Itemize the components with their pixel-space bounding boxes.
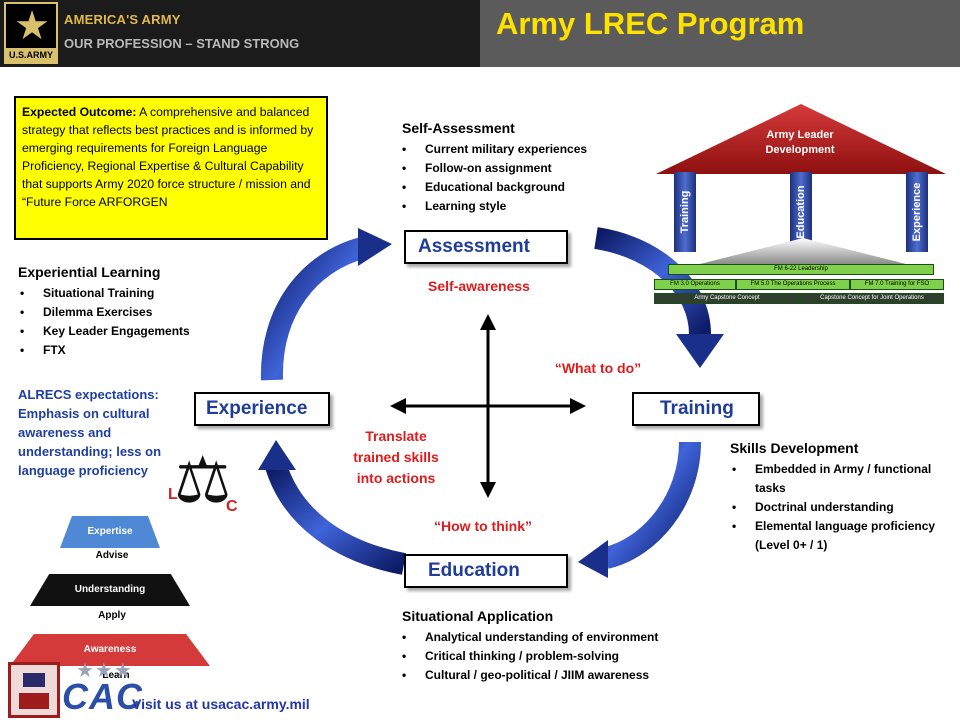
- pyramid-caption-learn: Learn: [102, 670, 130, 681]
- experiential-heading: Experiential Learning: [18, 264, 161, 280]
- logo-text: U.S.ARMY: [6, 48, 56, 62]
- pillar-label: Education: [795, 185, 807, 239]
- foundation-bar-joint: Capstone Concept for Joint Operations: [800, 293, 944, 304]
- scales-icon: ⚖: [174, 444, 232, 516]
- pyramid-caption-advise: Advise: [95, 550, 129, 561]
- skills-list: Embedded in Army / functional tasks Doct…: [730, 460, 945, 555]
- foundation-bar-fm3: FM 3.0 Operations: [654, 279, 736, 290]
- training-node: Training: [632, 392, 760, 426]
- cycle-arrow-education-experience: [265, 462, 407, 575]
- cycle-arrow-training-education: [603, 441, 701, 569]
- pillar-education: Education: [790, 172, 812, 252]
- header-bar: ★ U.S.ARMY AMERICA'S ARMY OUR PROFESSION…: [0, 0, 960, 67]
- self-assessment-heading: Self-Assessment: [402, 120, 515, 136]
- cycle-arrow-experience-assessment: [260, 237, 366, 381]
- outcome-text: A comprehensive and balanced strategy th…: [22, 105, 314, 209]
- pillar-experience: Experience: [906, 172, 928, 252]
- army-logo: ★ U.S.ARMY: [4, 2, 58, 64]
- visit-link[interactable]: Visit us at usacac.army.mil: [132, 696, 310, 712]
- list-item: Cultural / geo-political / JIIM awarenes…: [400, 666, 720, 685]
- list-item: Analytical understanding of environment: [400, 628, 720, 647]
- list-item: Critical thinking / problem-solving: [400, 647, 720, 666]
- foundation-bar-fm7: FM 7.0 Training for FSO: [850, 279, 944, 290]
- alrecs-note: ALRECS expectations: Emphasis on cultura…: [18, 387, 162, 478]
- what-to-do-label: “What to do”: [554, 360, 642, 376]
- pillar-label: Experience: [911, 182, 923, 242]
- arrow-head-experience-assessment: [358, 228, 392, 266]
- list-item: Doctrinal understanding: [730, 498, 945, 517]
- pyramid-level-expertise: Expertise: [60, 516, 160, 548]
- outcome-label: Expected Outcome:: [22, 105, 137, 119]
- title-panel: [480, 0, 960, 67]
- experience-node: Experience: [194, 392, 330, 426]
- list-item: FTX: [18, 341, 248, 360]
- list-item: Situational Training: [18, 284, 248, 303]
- pyramid-caption-apply: Apply: [98, 610, 126, 621]
- brand-line-1: AMERICA'S ARMY: [64, 12, 181, 27]
- self-assessment-list: Current military experiences Follow-on a…: [400, 140, 660, 216]
- foundation-bar-capstone: Army Capstone Concept: [654, 293, 800, 304]
- list-item: Key Leader Engagements: [18, 322, 248, 341]
- assessment-node: Assessment: [404, 230, 568, 264]
- translate-skills-label: Translate trained skills into actions: [353, 428, 439, 486]
- foundation-bar-leadership: FM 6-22 Leadership: [668, 264, 934, 275]
- cross-arrow-down-head: [480, 482, 496, 498]
- arrow-head-training-education: [578, 540, 608, 578]
- cross-arrow-up-head: [480, 314, 496, 330]
- list-item: Learning style: [400, 197, 660, 216]
- pillar-training: Training: [674, 172, 696, 252]
- situational-list: Analytical understanding of environment …: [400, 628, 720, 685]
- list-item: Elemental language proficiency (Level 0+…: [730, 517, 945, 555]
- list-item: Embedded in Army / functional tasks: [730, 460, 945, 498]
- cac-logo-text: CAC: [62, 676, 143, 717]
- education-node: Education: [404, 554, 568, 588]
- pyramid-level-awareness: Awareness: [10, 634, 210, 666]
- house-roof-label: Army Leader Development: [765, 129, 835, 156]
- page-title: Army LREC Program: [496, 6, 805, 41]
- list-item: Educational background: [400, 178, 660, 197]
- scale-right-label: C: [226, 498, 238, 515]
- list-item: Current military experiences: [400, 140, 660, 159]
- pillar-label: Training: [679, 190, 691, 234]
- how-to-think-label: “How to think”: [434, 518, 532, 534]
- skills-heading: Skills Development: [730, 440, 859, 456]
- brand-line-2: OUR PROFESSION – STAND STRONG: [64, 36, 300, 51]
- arrow-head-education-experience: [258, 440, 296, 470]
- cross-arrow-right-head: [570, 398, 586, 414]
- experiential-list: Situational Training Dilemma Exercises K…: [18, 284, 248, 360]
- arrow-head-assessment-training: [676, 334, 724, 368]
- situational-heading: Situational Application: [402, 608, 554, 624]
- scale-left-label: L: [168, 486, 178, 503]
- foundation-bar-fm5: FM 5.0 The Operations Process: [736, 279, 850, 290]
- cac-badge-icon: [8, 662, 60, 718]
- self-awareness-label: Self-awareness: [428, 278, 530, 294]
- list-item: Dilemma Exercises: [18, 303, 248, 322]
- star-icon: ★: [14, 4, 50, 48]
- stars-icon: ★★★: [76, 660, 133, 682]
- pyramid-level-understanding: Understanding: [30, 574, 190, 606]
- list-item: Follow-on assignment: [400, 159, 660, 178]
- cross-arrow-left-head: [390, 398, 406, 414]
- expected-outcome-box: Expected Outcome: A comprehensive and ba…: [14, 96, 328, 240]
